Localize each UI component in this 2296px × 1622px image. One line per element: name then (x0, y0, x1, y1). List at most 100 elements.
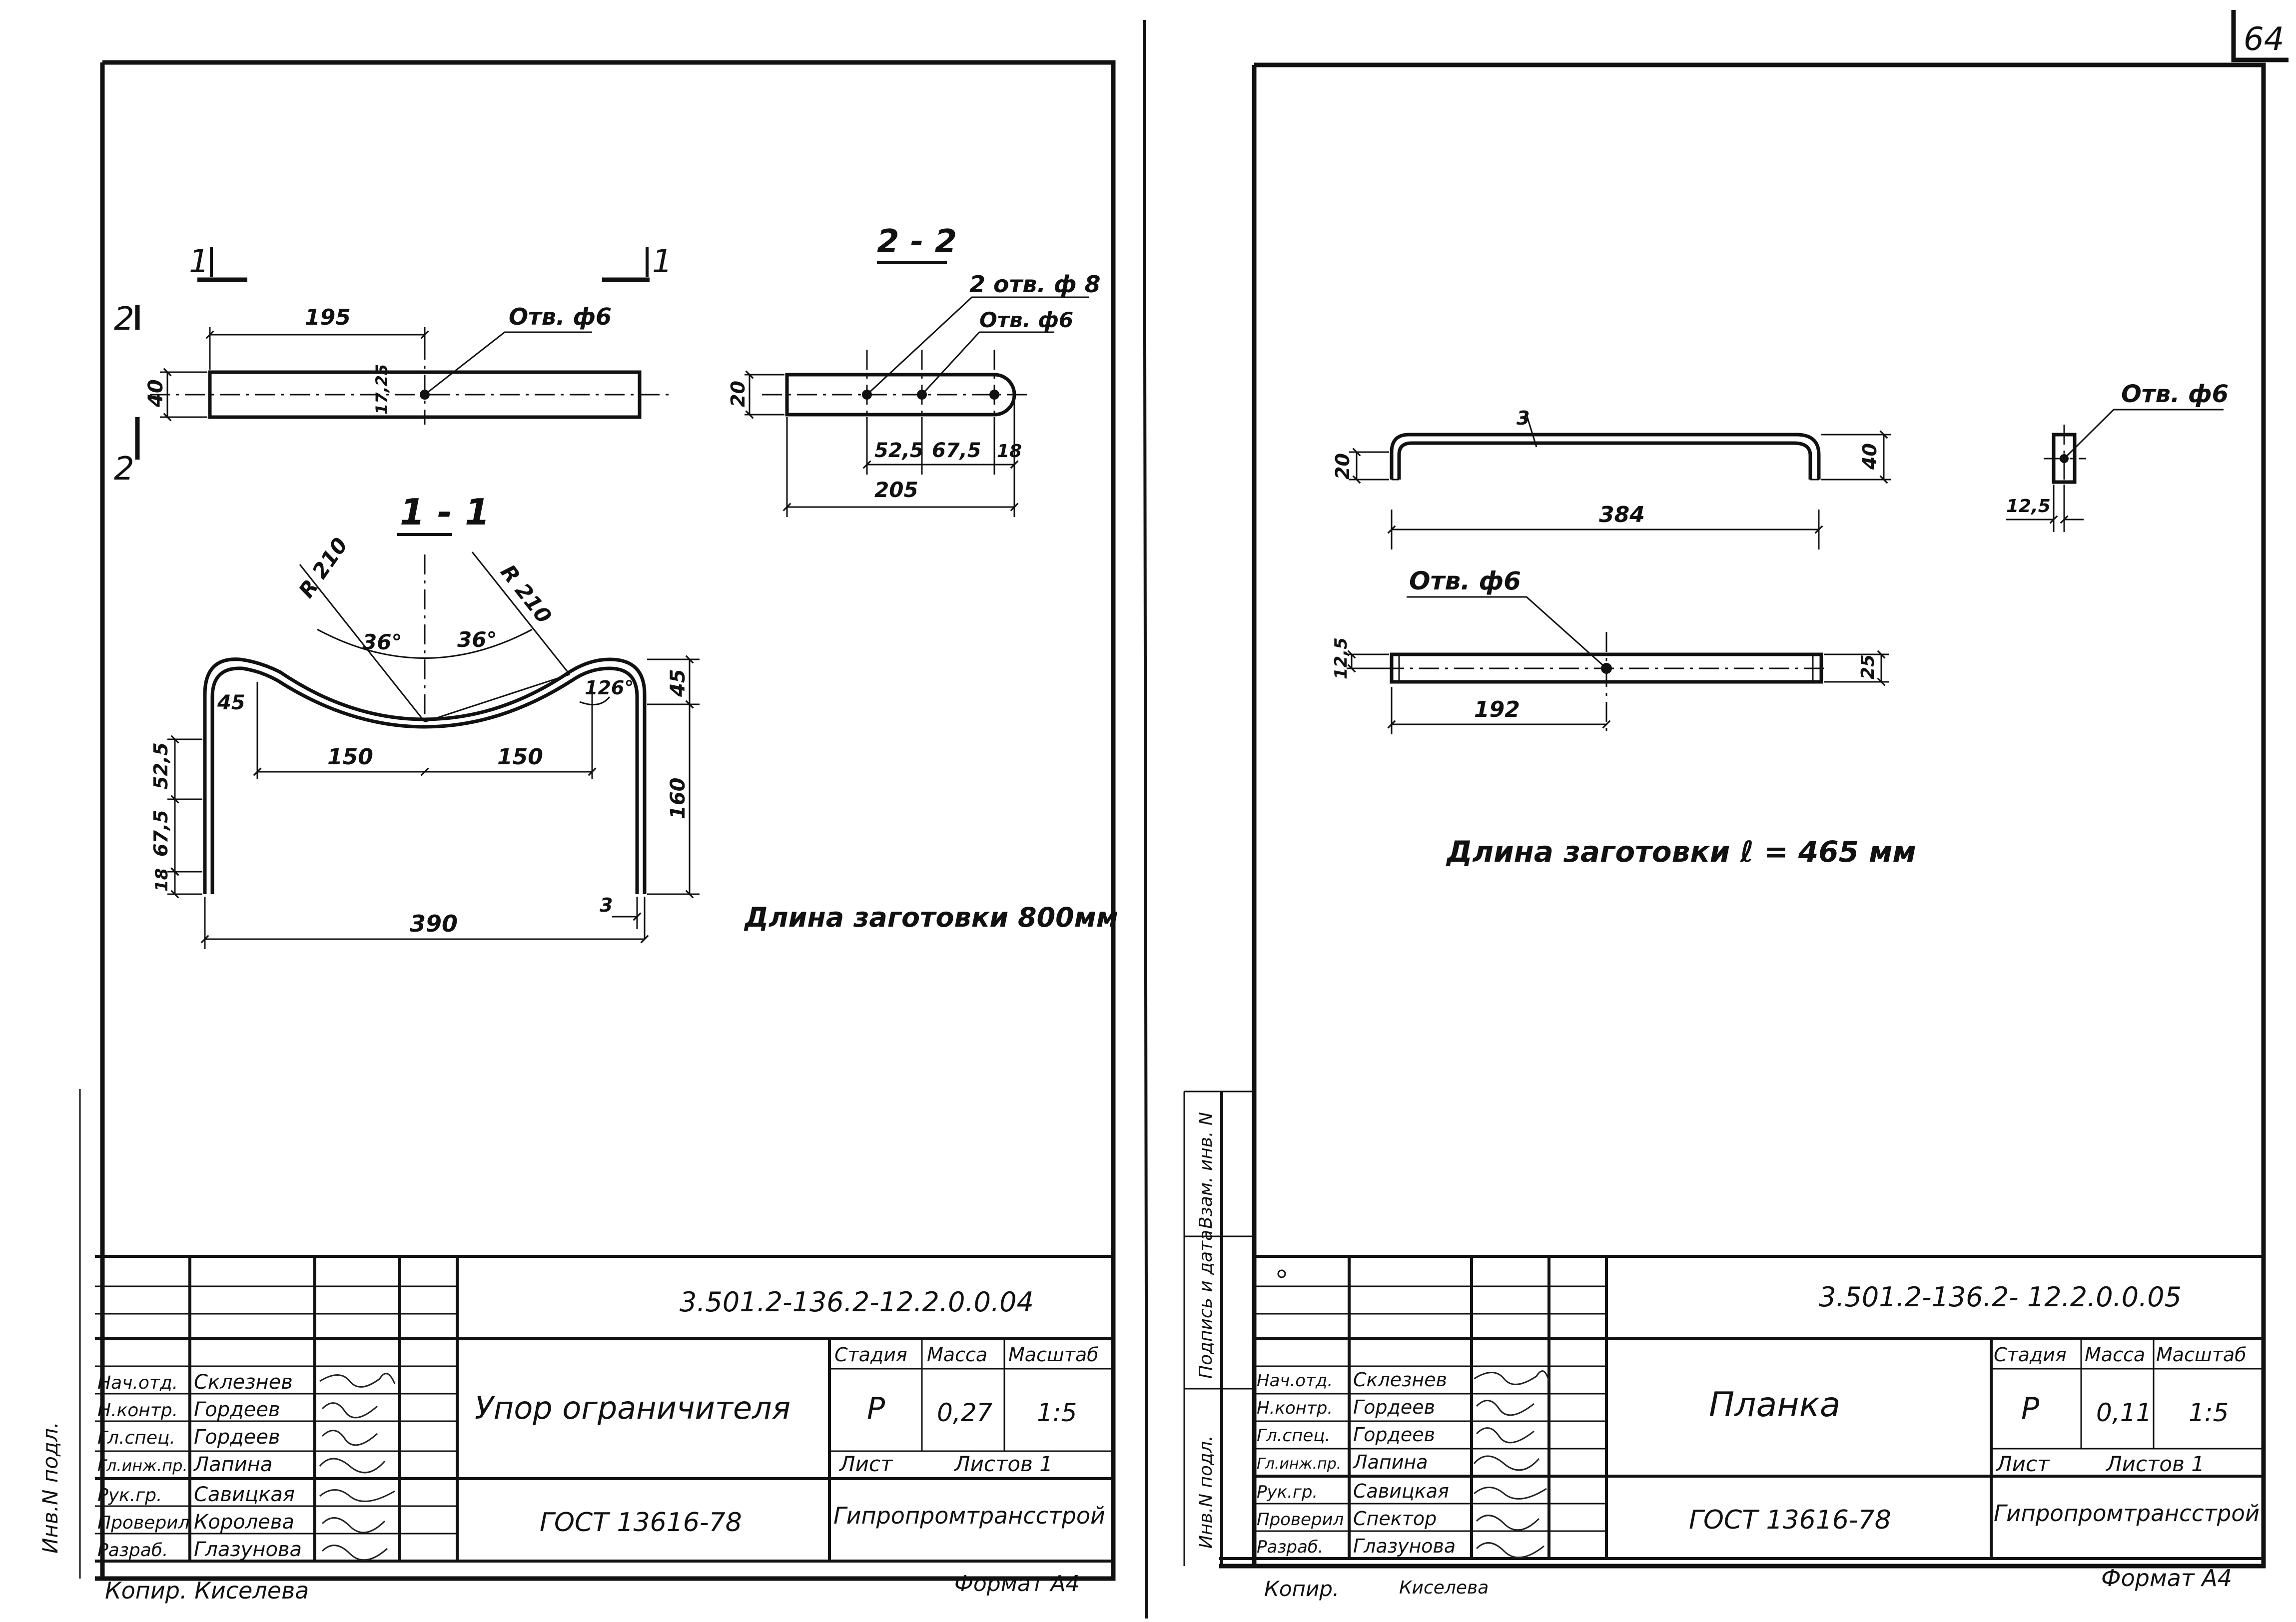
left-top-view: 1 1 2 2 195 40 17,25 Отв. ф6 (114, 243, 673, 488)
right-name-1: Гордеев (1353, 1396, 1435, 1418)
section-1-1-angle-left: 36° (362, 630, 402, 654)
right-name-4: Савицкая (1353, 1480, 1449, 1502)
section-1-1-title: 1 - 1 (400, 491, 490, 533)
left-name-4: Савицкая (194, 1483, 295, 1506)
left-scale: 1:5 (1037, 1398, 1077, 1427)
left-stage: Р (867, 1391, 885, 1426)
dim-40-top: 40 (144, 379, 167, 408)
right-mass-header: Масса (2085, 1344, 2145, 1366)
left-name-5: Королева (194, 1511, 294, 1534)
right-side-hole-label: Отв. ф6 (2121, 380, 2229, 408)
left-role-5: Проверил (97, 1513, 190, 1533)
section-2-2-dim-20: 20 (727, 381, 749, 407)
right-copy-note-2: Киселева (1399, 1578, 1489, 1598)
dim-17-25: 17,25 (372, 364, 391, 415)
right-copy-note-1: Копир. (1264, 1577, 1339, 1601)
right-organization: Гипропромтрансстрой (1994, 1500, 2260, 1527)
section-1-1-dim-45: 45 (667, 669, 690, 697)
right-standard: ГОСТ 13616-78 (1689, 1505, 1891, 1535)
right-title: Планка (1709, 1385, 1840, 1425)
left-name-0: Склезнев (194, 1371, 293, 1394)
fold-line (1143, 19, 1148, 1619)
right-plan-dim-12-5: 12,5 (1331, 637, 1351, 679)
right-plan-dim-25: 25 (1858, 654, 1878, 679)
right-name-3: Лапина (1352, 1451, 1428, 1473)
section-2-2-holes-label: 2 отв. ф 8 (969, 271, 1101, 298)
page-number: 64 (2244, 21, 2284, 58)
section-mark-1-right: 1 (652, 243, 673, 280)
section-2-2-dim-18: 18 (997, 441, 1022, 462)
left-name-2: Гордеев (194, 1426, 280, 1449)
right-mass: 0,11 (2096, 1398, 2152, 1427)
right-plan-dim-192: 192 (1474, 697, 1520, 722)
left-signatures (319, 1373, 396, 1561)
right-name-6: Глазунова (1353, 1535, 1456, 1557)
right-sheet-label: Лист (1995, 1452, 2050, 1476)
right-doc-number: 3.501.2-136.2- 12.2.0.0.05 (1819, 1281, 2182, 1313)
left-copy-note: Копир. Киселева (105, 1577, 309, 1604)
section-2-2: 2 - 2 2 отв. ф 8 Отв. ф6 20 (727, 223, 1101, 517)
left-name-1: Гордеев (194, 1398, 280, 1421)
left-title-block: 3.501.2-136.2-12.2.0.0.04 Упор ограничит… (95, 1255, 1113, 1563)
section-1-1-dim-67-5: 67,5 (150, 810, 172, 857)
page-number-box: 64 (2231, 10, 2289, 62)
section-1-1-dim-3: 3 (600, 894, 613, 916)
right-name-0: Склезнев (1353, 1369, 1447, 1391)
left-role-3: Гл.инж.пр. (97, 1456, 188, 1475)
section-mark-2-bottom: 2 (114, 451, 134, 488)
right-stage: Р (2021, 1391, 2040, 1426)
left-blank-length: Длина заготовки 800мм (744, 902, 1118, 933)
section-1-1: 1 - 1 R 210 R 210 36° 36° 45 126° 150 (150, 491, 700, 949)
left-sheet-label: Лист (838, 1452, 893, 1476)
right-blank-length: Длина заготовки ℓ = 465 мм (1446, 835, 1916, 869)
section-2-2-dim-205: 205 (874, 478, 918, 502)
section-mark-1-left: 1 (189, 243, 209, 280)
right-role-2: Гл.спец. (1257, 1426, 1330, 1446)
left-title: Упор ограничителя (475, 1390, 790, 1426)
section-2-2-title: 2 - 2 (877, 223, 957, 260)
left-side-label: Инв.N подл. (38, 1422, 62, 1554)
section-1-1-dim-150-right: 150 (497, 744, 543, 770)
left-role-2: Гл.спец. (97, 1428, 175, 1448)
right-top-dim-20: 20 (1332, 453, 1354, 480)
section-2-2-dim-67-5: 67,5 (932, 439, 981, 462)
left-name-6: Глазунова (194, 1538, 302, 1561)
right-scale-header: Масштаб (2156, 1344, 2247, 1366)
right-side-label-2: Взам. инв. N (1196, 1112, 1216, 1229)
right-top-dim-384: 384 (1599, 502, 1645, 528)
left-role-6: Разраб. (97, 1540, 168, 1561)
left-format: Формат А4 (954, 1571, 1080, 1597)
right-signatures (1473, 1370, 1550, 1559)
left-mass-header: Масса (927, 1344, 987, 1366)
right-role-6: Разраб. (1257, 1537, 1324, 1557)
section-1-1-dim-160: 160 (667, 778, 690, 820)
section-2-2-dim-52-5: 52,5 (874, 439, 924, 462)
right-plan-view: Отв. ф6 12,5 25 192 (1331, 566, 1889, 734)
right-side-label-0: Инв.N подл. (1196, 1436, 1216, 1549)
right-top-dim-40: 40 (1859, 443, 1881, 470)
left-name-3: Лапина (193, 1453, 272, 1476)
right-sheets-label: Листов 1 (2105, 1452, 2205, 1476)
right-top-dim-3: 3 (1517, 407, 1530, 429)
section-1-1-angle-right: 36° (457, 627, 497, 652)
right-side-dim-12-5: 12,5 (2006, 496, 2051, 517)
left-role-4: Рук.гр. (97, 1485, 162, 1506)
right-role-4: Рук.гр. (1257, 1482, 1318, 1502)
left-mass: 0,27 (937, 1398, 993, 1427)
section-mark-2-top: 2 (114, 301, 134, 338)
left-sheet: Инв.N подл. 1 1 2 2 195 (38, 60, 1118, 1604)
right-role-5: Проверил (1257, 1510, 1344, 1530)
section-1-1-dim-150-left: 150 (327, 744, 373, 770)
left-top-hole-label: Отв. ф6 (509, 303, 612, 330)
left-role-0: Нач.отд. (97, 1373, 178, 1393)
right-plan-hole-label: Отв. ф6 (1409, 566, 1521, 595)
right-sheet: Инв.N подл. Подпись и дата Взам. инв. N … (1183, 62, 2266, 1601)
right-role-1: Н.контр. (1257, 1398, 1333, 1418)
right-name-5: Спектор (1353, 1508, 1437, 1530)
section-1-1-angle-45: 45 (217, 691, 245, 714)
right-side-label-1: Подпись и дата (1196, 1230, 1216, 1379)
section-2-2-hole-label: Отв. ф6 (979, 308, 1073, 332)
right-role-3: Гл.инж.пр. (1257, 1455, 1341, 1473)
right-scale: 1:5 (2189, 1398, 2229, 1427)
